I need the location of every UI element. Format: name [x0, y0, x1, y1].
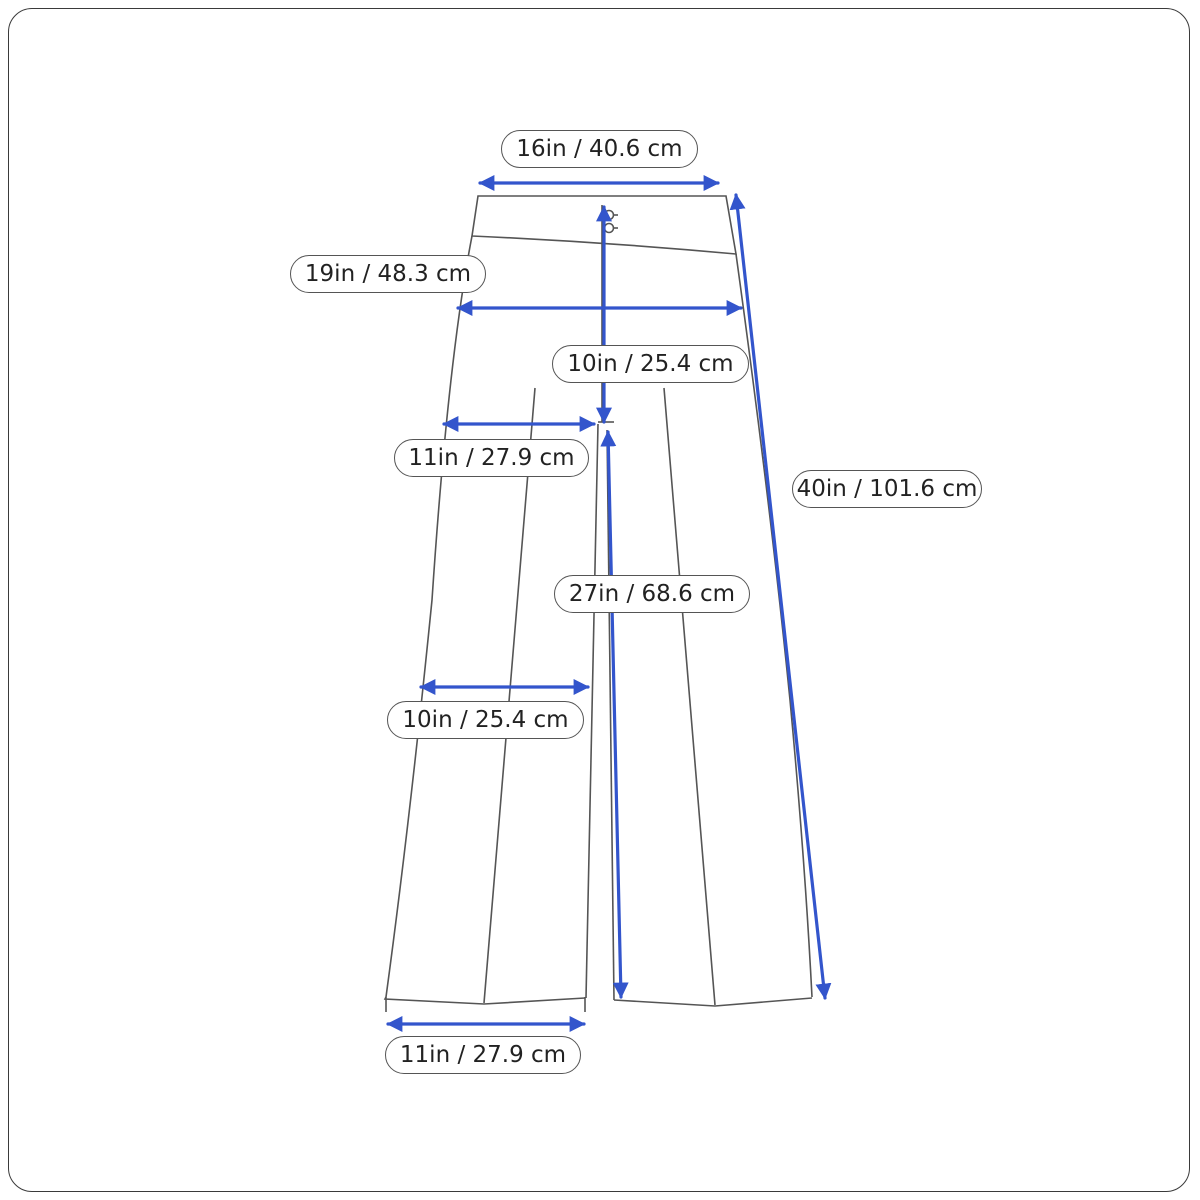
right-crease	[663, 387, 716, 1006]
left-inseam	[585, 423, 599, 999]
button-icon	[603, 222, 615, 234]
inseam-arrow	[600, 430, 629, 999]
front-rise-label: 10in / 25.4 cm	[552, 345, 749, 383]
total-length-label: 40in / 101.6 cm	[792, 470, 982, 508]
left-outer-seam	[385, 235, 473, 998]
measurement-arrows	[386, 175, 832, 1032]
leg-opening-label: 11in / 27.9 cm	[385, 1036, 581, 1074]
total-length-arrow	[729, 193, 832, 1000]
knee-label: 10in / 25.4 cm	[387, 701, 584, 739]
thigh-label: 11in / 27.9 cm	[394, 439, 589, 477]
waist-label: 16in / 40.6 cm	[501, 130, 698, 168]
right-hem	[613, 997, 813, 1007]
left-crease	[483, 387, 536, 1004]
hip-label: 19in / 48.3 cm	[290, 255, 486, 293]
inseam-label: 27in / 68.6 cm	[554, 575, 750, 613]
waistband	[471, 195, 737, 255]
button-icon	[603, 209, 615, 221]
